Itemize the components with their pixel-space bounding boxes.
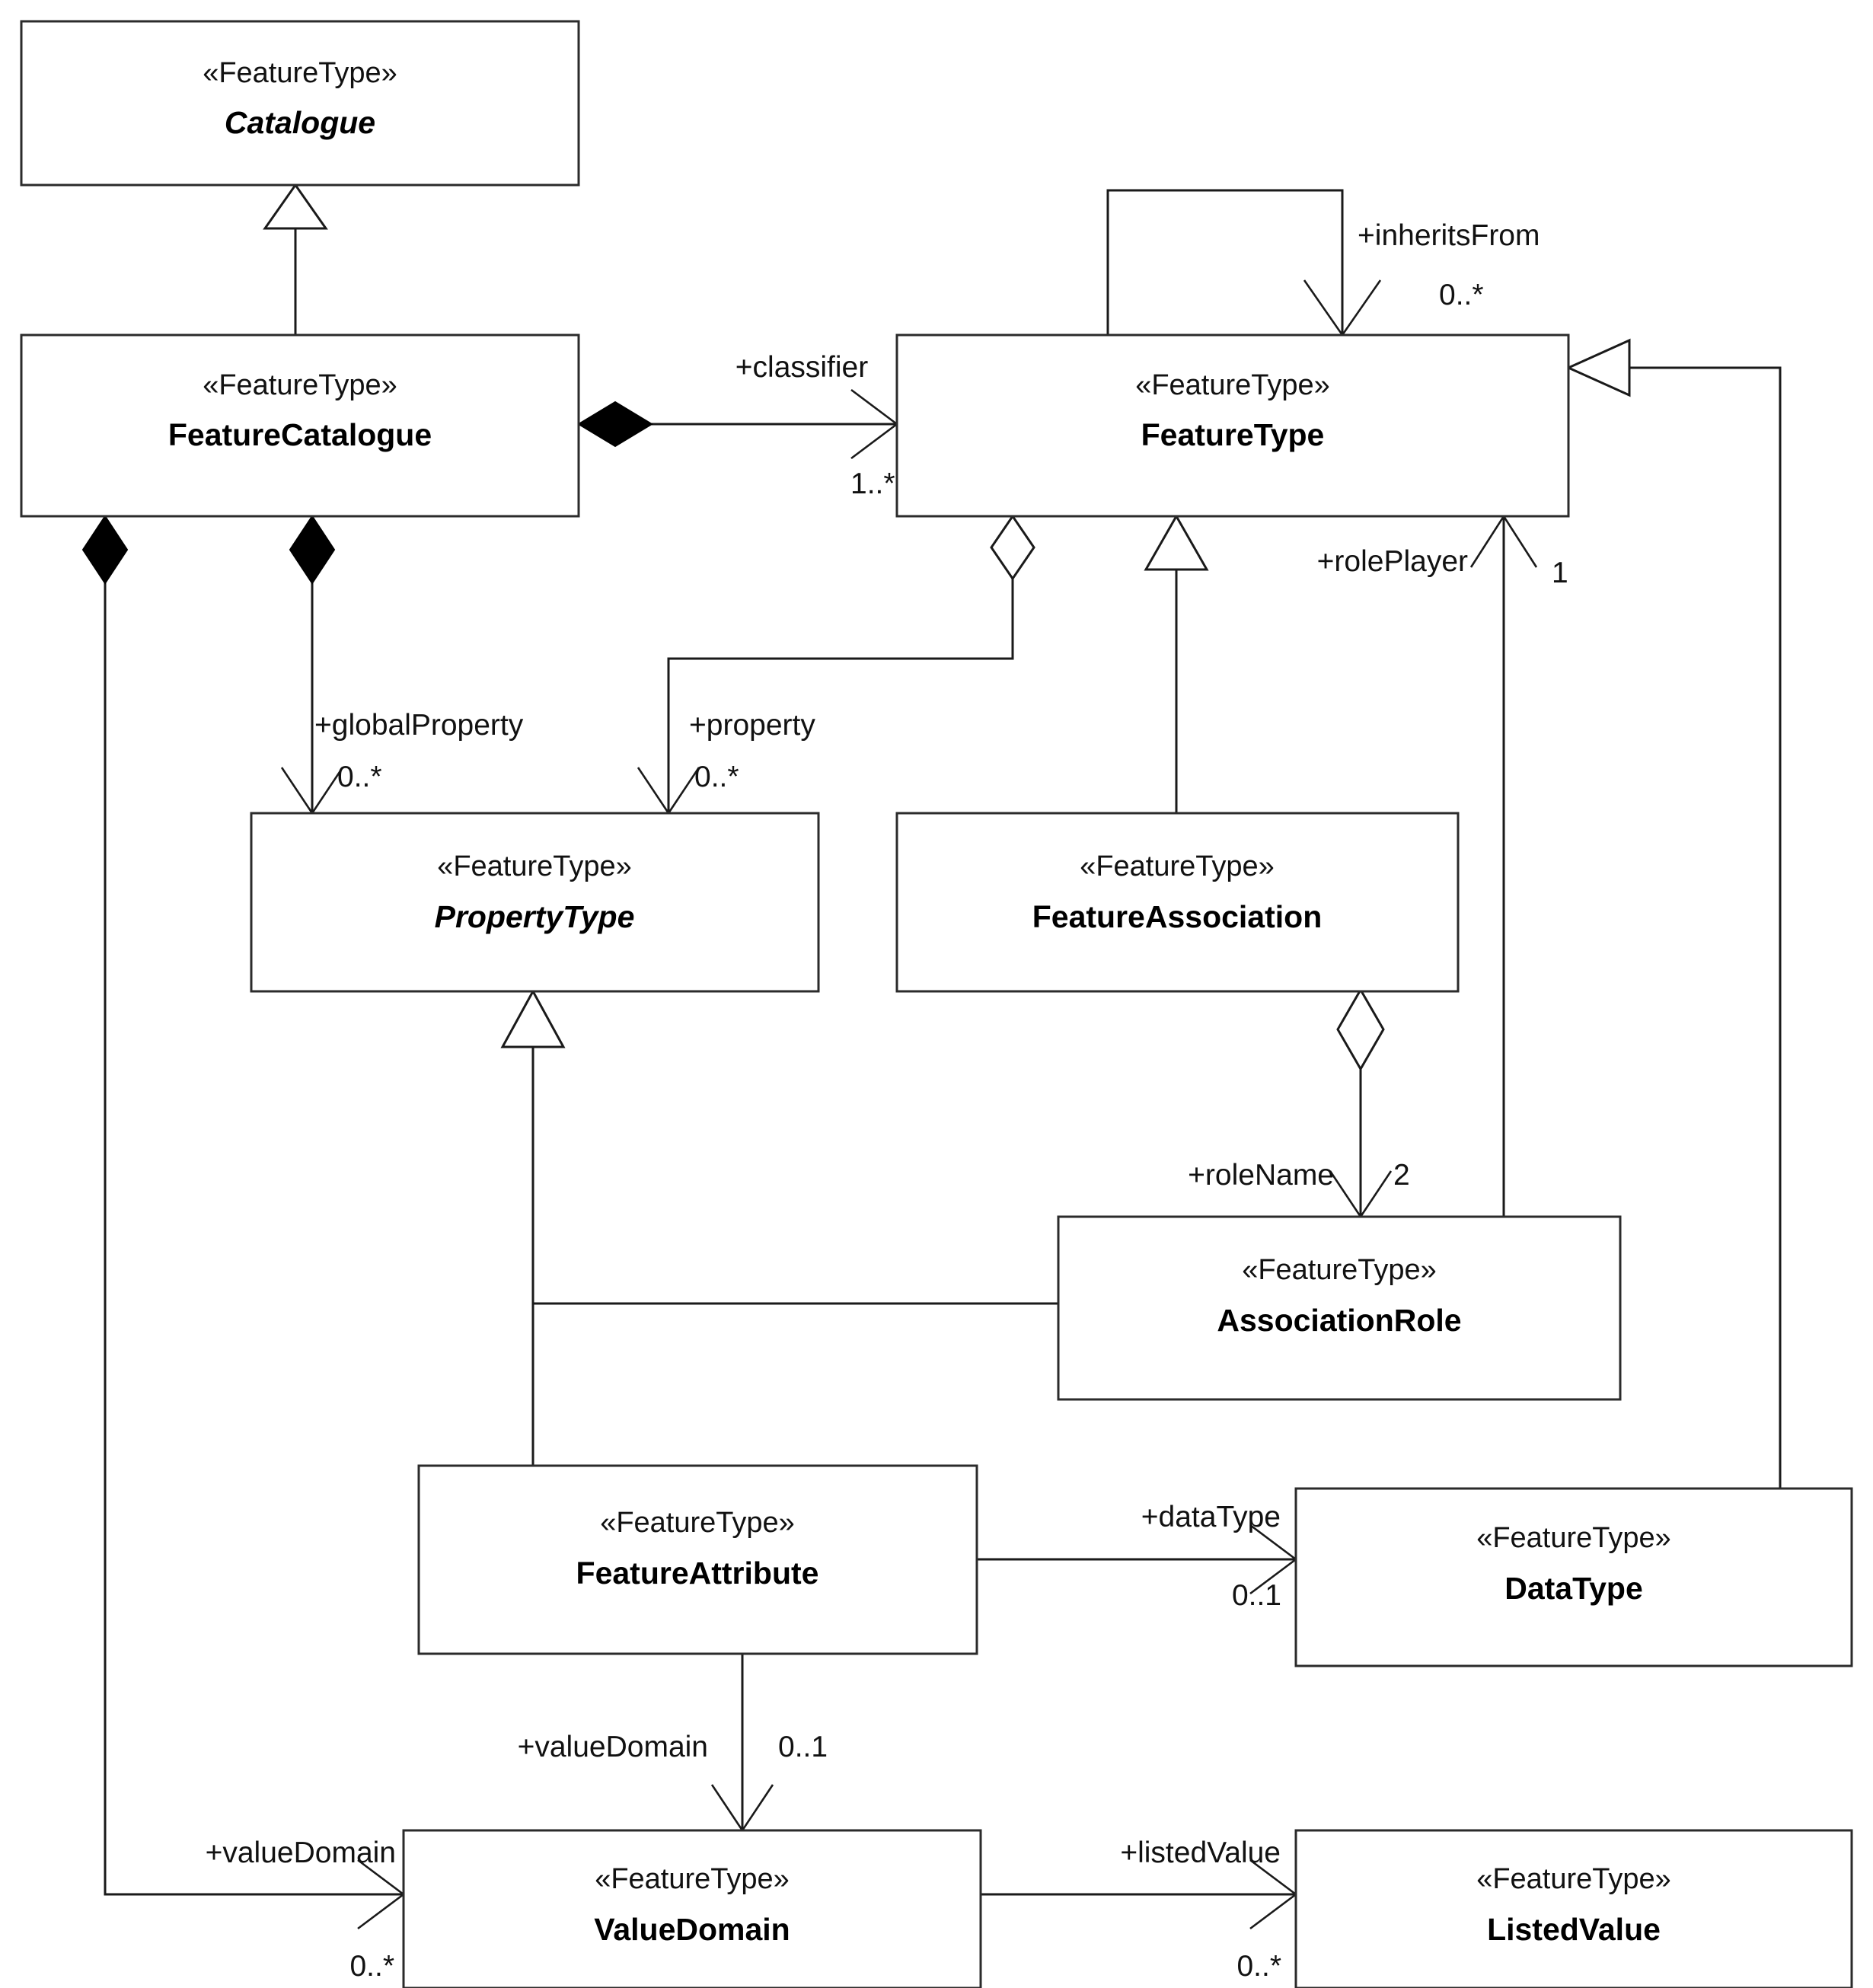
label-property-role: +property: [689, 709, 815, 742]
aggregation-featureassociation-to-associationrole: [1329, 987, 1393, 1219]
label-inheritsfrom-role: +inheritsFrom: [1358, 219, 1540, 252]
label-globalproperty-role: +globalProperty: [314, 709, 524, 742]
composition-featurecatalogue-to-featuretype: [577, 388, 899, 460]
label-listedvalue-role: +listedValue: [1120, 1836, 1281, 1869]
label-rolename-role: +roleName: [1188, 1159, 1334, 1192]
class-box-featuretype[interactable]: «FeatureType» FeatureType: [895, 333, 1570, 518]
class-name-catalogue: Catalogue: [225, 105, 375, 140]
composition-featurecatalogue-to-propertytype: [280, 515, 344, 815]
class-stereotype-featuretype: «FeatureType»: [1135, 369, 1330, 401]
label-valuedomain-attr-multiplicity: 0..1: [778, 1731, 828, 1763]
class-box-catalogue[interactable]: «FeatureType» Catalogue: [20, 20, 580, 187]
label-rolename-multiplicity: 2: [1393, 1159, 1410, 1192]
class-box-valuedomain[interactable]: «FeatureType» ValueDomain: [402, 1829, 982, 1988]
association-associationrole-to-featuretype-roleplayer: [1469, 514, 1538, 1217]
class-name-valuedomain: ValueDomain: [594, 1912, 790, 1947]
class-box-datatype[interactable]: «FeatureType» DataType: [1294, 1487, 1853, 1667]
label-roleplayer-multiplicity: 1: [1552, 557, 1568, 589]
label-valuedomain-cat-multiplicity: 0..*: [349, 1950, 394, 1983]
class-stereotype-catalogue: «FeatureType»: [203, 57, 397, 89]
class-stereotype-valuedomain: «FeatureType»: [595, 1863, 790, 1895]
class-name-associationrole: AssociationRole: [1217, 1303, 1461, 1338]
generalization-featureattribute-to-propertytype: [500, 988, 1058, 1466]
generalization-datatype-to-featuretype: [1565, 338, 1782, 1489]
label-datatype-role: +dataType: [1141, 1501, 1281, 1533]
label-valuedomain-attr-role: +valueDomain: [518, 1731, 708, 1763]
class-stereotype-featureattribute: «FeatureType»: [600, 1507, 795, 1539]
class-box-featureattribute[interactable]: «FeatureType» FeatureAttribute: [417, 1464, 978, 1655]
class-stereotype-associationrole: «FeatureType»: [1242, 1254, 1437, 1286]
generalization-featureassociation-to-featuretype: [1144, 513, 1209, 813]
label-datatype-multiplicity: 0..1: [1232, 1579, 1281, 1612]
aggregation-featuretype-to-propertytype: [637, 514, 1035, 815]
label-globalproperty-multiplicity: 0..*: [337, 761, 382, 793]
class-stereotype-featureassociation: «FeatureType»: [1080, 850, 1275, 882]
label-listedvalue-multiplicity: 0..*: [1236, 1950, 1281, 1983]
association-featuretype-inheritsfrom: [1106, 189, 1382, 337]
class-name-datatype: DataType: [1504, 1571, 1643, 1606]
class-stereotype-featurecatalogue: «FeatureType»: [203, 369, 397, 401]
class-name-listedvalue: ListedValue: [1487, 1912, 1661, 1947]
class-name-featureattribute: FeatureAttribute: [576, 1556, 819, 1591]
class-box-featureassociation[interactable]: «FeatureType» FeatureAssociation: [895, 812, 1460, 993]
label-roleplayer-role: +rolePlayer: [1317, 545, 1468, 578]
class-stereotype-datatype: «FeatureType»: [1476, 1522, 1671, 1554]
label-inheritsfrom-multiplicity: 0..*: [1439, 279, 1484, 311]
label-classifier-role: +classifier: [735, 351, 868, 384]
class-box-propertytype[interactable]: «FeatureType» PropertyType: [250, 812, 820, 993]
class-box-featurecatalogue[interactable]: «FeatureType» FeatureCatalogue: [20, 333, 580, 518]
class-box-associationrole[interactable]: «FeatureType» AssociationRole: [1057, 1215, 1622, 1401]
class-stereotype-propertytype: «FeatureType»: [437, 850, 632, 882]
class-name-featuretype: FeatureType: [1141, 417, 1325, 452]
label-property-multiplicity: 0..*: [694, 761, 739, 793]
label-valuedomain-cat-role: +valueDomain: [206, 1836, 396, 1869]
generalization-featurecatalogue-to-catalogue: [263, 183, 328, 335]
class-name-propertytype: PropertyType: [435, 899, 635, 934]
class-name-featurecatalogue: FeatureCatalogue: [168, 417, 432, 452]
class-name-featureassociation: FeatureAssociation: [1032, 899, 1323, 934]
class-stereotype-listedvalue: «FeatureType»: [1476, 1863, 1671, 1895]
association-valuedomain-to-listedvalue: [981, 1859, 1298, 1930]
label-classifier-multiplicity: 1..*: [850, 467, 895, 500]
class-box-listedvalue[interactable]: «FeatureType» ListedValue: [1294, 1829, 1853, 1988]
association-featureattribute-to-valuedomain: [710, 1654, 774, 1833]
